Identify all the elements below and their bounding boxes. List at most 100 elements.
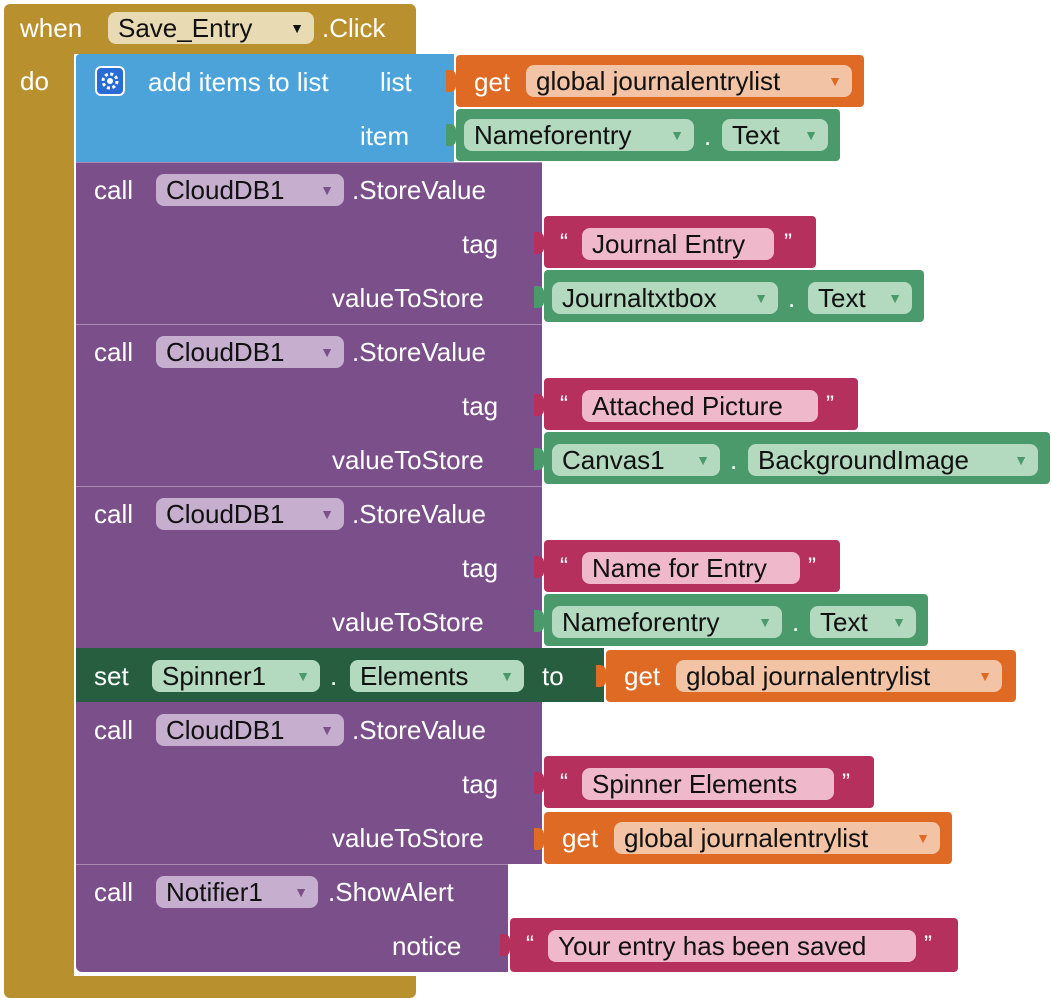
component-name: Nameforentry: [562, 607, 720, 637]
event-name-label: .Click: [322, 13, 386, 43]
component-name: Nameforentry: [474, 120, 632, 150]
component-name: Canvas1: [562, 445, 665, 475]
property-name: Text: [820, 607, 868, 637]
component-dropdown[interactable]: CloudDB1 ▼: [156, 714, 344, 746]
when-label: when: [20, 13, 83, 43]
property-name: Text: [732, 120, 780, 150]
component-dropdown[interactable]: Nameforentry ▼: [464, 119, 694, 151]
component-dropdown[interactable]: Notifier1 ▼: [156, 876, 318, 908]
text-value-field[interactable]: Attached Picture: [582, 390, 818, 422]
value-to-store-label: valueToStore: [332, 283, 484, 313]
list-socket-label: list: [380, 67, 412, 97]
chevron-down-icon: ▼: [892, 614, 906, 630]
gear-icon[interactable]: [95, 66, 125, 96]
method-label: .StoreValue: [352, 715, 486, 745]
notice-label: notice: [392, 931, 462, 961]
chevron-down-icon: ▼: [888, 290, 902, 306]
tag-label: tag: [462, 769, 499, 799]
property-dropdown[interactable]: Text ▼: [808, 282, 912, 314]
socket-connector: [534, 772, 544, 794]
component-name: Notifier1: [166, 877, 263, 907]
get-label: get: [624, 661, 661, 691]
do-label: do: [20, 66, 49, 96]
to-label: to: [542, 661, 564, 691]
variable-name: global journalentrylist: [686, 661, 931, 691]
property-dropdown[interactable]: Text ▼: [722, 119, 828, 151]
chevron-down-icon: ▼: [296, 668, 310, 684]
socket-connector: [446, 70, 456, 92]
component-dropdown[interactable]: Nameforentry ▼: [552, 606, 782, 638]
text-value-field[interactable]: Journal Entry: [582, 228, 774, 260]
close-quote: ”: [842, 769, 850, 796]
component-name: Journaltxtbox: [562, 283, 717, 313]
chevron-down-icon: ▼: [804, 127, 818, 143]
value-to-store-label: valueToStore: [332, 607, 484, 637]
component-name: CloudDB1: [166, 175, 285, 205]
socket-connector: [596, 665, 606, 687]
property-dropdown[interactable]: BackgroundImage ▼: [748, 444, 1038, 476]
socket-connector: [534, 610, 544, 632]
text-value-field[interactable]: Your entry has been saved: [548, 930, 916, 962]
text-value: Name for Entry: [592, 553, 767, 583]
dot-label: .: [792, 607, 800, 637]
variable-dropdown[interactable]: global journalentrylist ▼: [526, 65, 852, 97]
component-name: CloudDB1: [166, 337, 285, 367]
close-quote: ”: [826, 391, 834, 418]
call-label: call: [94, 715, 134, 745]
property-dropdown[interactable]: Elements ▼: [350, 660, 524, 692]
variable-dropdown[interactable]: global journalentrylist ▼: [614, 822, 940, 854]
tag-label: tag: [462, 391, 499, 421]
component-dropdown[interactable]: CloudDB1 ▼: [156, 336, 344, 368]
component-dropdown[interactable]: CloudDB1 ▼: [156, 498, 344, 530]
socket-connector: [534, 286, 544, 308]
component-dropdown[interactable]: Journaltxtbox ▼: [552, 282, 778, 314]
variable-name: global journalentrylist: [624, 823, 869, 853]
text-value: Spinner Elements: [592, 769, 798, 799]
variable-name: global journalentrylist: [536, 66, 781, 96]
text-value-field[interactable]: Name for Entry: [582, 552, 800, 584]
close-quote: ”: [784, 229, 792, 256]
chevron-down-icon: ▼: [294, 884, 308, 900]
socket-connector: [534, 556, 544, 578]
value-to-store-label: valueToStore: [332, 823, 484, 853]
component-dropdown[interactable]: Canvas1 ▼: [552, 444, 720, 476]
component-dropdown[interactable]: CloudDB1 ▼: [156, 174, 344, 206]
text-value-field[interactable]: Spinner Elements: [582, 768, 834, 800]
chevron-down-icon: ▼: [916, 830, 930, 846]
dot-label: .: [330, 661, 338, 691]
text-value: Journal Entry: [592, 229, 746, 259]
get-label: get: [474, 67, 511, 97]
text-value: Attached Picture: [592, 391, 783, 421]
property-name: Elements: [360, 661, 469, 691]
set-label: set: [94, 661, 129, 691]
socket-connector: [534, 394, 544, 416]
event-component-value: Save_Entry: [118, 13, 253, 43]
chevron-down-icon: ▼: [828, 73, 842, 89]
chevron-down-icon: ▼: [320, 506, 334, 522]
component-name: Spinner1: [162, 661, 267, 691]
dot-label: .: [730, 445, 738, 475]
chevron-down-icon: ▼: [290, 20, 304, 36]
call-label: call: [94, 499, 134, 529]
dot-label: .: [704, 121, 712, 151]
method-label: .StoreValue: [352, 499, 486, 529]
property-name: BackgroundImage: [758, 445, 970, 475]
value-to-store-label: valueToStore: [332, 445, 484, 475]
tag-label: tag: [462, 229, 499, 259]
chevron-down-icon: ▼: [320, 344, 334, 360]
add-items-to-list-block[interactable]: [76, 54, 454, 162]
component-name: CloudDB1: [166, 499, 285, 529]
socket-connector: [534, 828, 544, 850]
call-label: call: [94, 337, 134, 367]
close-quote: ”: [924, 931, 932, 958]
component-dropdown[interactable]: Spinner1 ▼: [152, 660, 320, 692]
variable-dropdown[interactable]: global journalentrylist ▼: [676, 660, 1002, 692]
socket-connector: [534, 232, 544, 254]
method-label: .StoreValue: [352, 175, 486, 205]
dot-label: .: [788, 283, 796, 313]
method-label: .ShowAlert: [328, 877, 454, 907]
chevron-down-icon: ▼: [754, 290, 768, 306]
property-dropdown[interactable]: Text ▼: [810, 606, 916, 638]
method-label: .StoreValue: [352, 337, 486, 367]
event-component-dropdown[interactable]: Save_Entry ▼: [108, 12, 314, 44]
